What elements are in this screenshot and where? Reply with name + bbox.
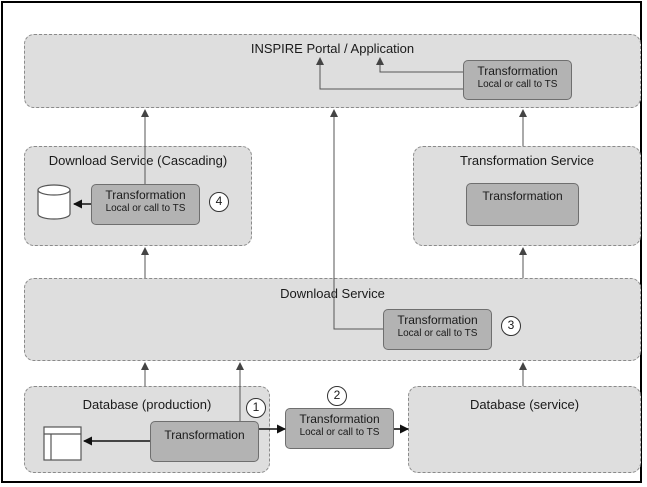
database-cylinder-icon xyxy=(37,184,71,220)
portal-transform-return-arrow xyxy=(316,57,463,90)
cascading-transformation-box: Transformation Local or call to TS xyxy=(91,184,200,225)
between-transformation-subtitle: Local or call to TS xyxy=(299,427,380,438)
database-service-title: Database (service) xyxy=(469,397,580,412)
portal-transformation-title: Transformation xyxy=(477,64,558,78)
download-transformation-title: Transformation xyxy=(397,313,478,327)
download-service-title: Download Service xyxy=(280,286,385,301)
table-window-icon xyxy=(43,426,82,461)
download-service-panel: Download Service xyxy=(24,278,641,361)
between-transformation-title: Transformation xyxy=(299,412,380,426)
database-production-title: Database (production) xyxy=(82,397,212,412)
transformation-service-title: Transformation Service xyxy=(460,153,594,168)
marker-4: 4 xyxy=(209,192,229,212)
inspire-portal-title: INSPIRE Portal / Application xyxy=(250,41,415,56)
production-transformation-title: Transformation xyxy=(164,428,245,442)
marker-2: 2 xyxy=(327,386,347,406)
download-transformation-subtitle: Local or call to TS xyxy=(397,328,478,339)
download-transformation-box: Transformation Local or call to TS xyxy=(383,309,492,350)
cascading-transformation-subtitle: Local or call to TS xyxy=(105,203,186,214)
cascading-transformation-title: Transformation xyxy=(105,188,186,202)
production-transformation-box: Transformation xyxy=(150,421,259,462)
portal-transformation-box: Transformation Local or call to TS xyxy=(463,60,572,100)
marker-3: 3 xyxy=(501,316,521,336)
marker-1: 1 xyxy=(246,398,266,418)
download-cascading-title: Download Service (Cascading) xyxy=(48,153,228,168)
database-service-panel: Database (service) xyxy=(408,386,641,473)
between-transformation-box: Transformation Local or call to TS xyxy=(285,408,394,449)
ts-transformation-title: Transformation xyxy=(482,189,563,203)
portal-transform-to-title-arrow xyxy=(376,57,463,73)
download-transform-to-portal-arrow xyxy=(330,109,383,330)
portal-transformation-subtitle: Local or call to TS xyxy=(477,79,558,90)
ts-transformation-box: Transformation xyxy=(466,183,579,226)
